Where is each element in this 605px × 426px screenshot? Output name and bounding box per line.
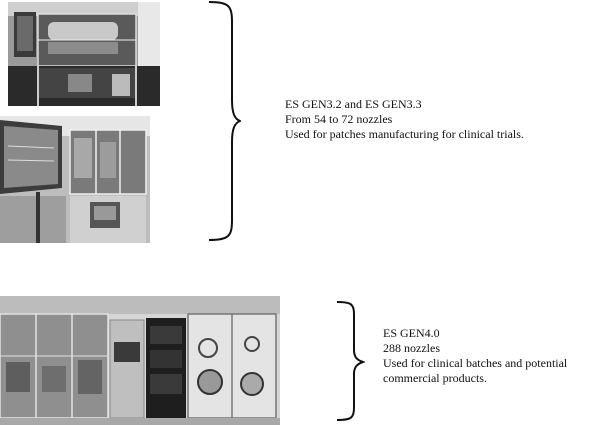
caption-gen4-title: ES GEN4.0 xyxy=(383,326,440,340)
machine-photo-gen3-bottom xyxy=(0,116,150,243)
caption-gen3-title: ES GEN3.2 and ES GEN3.3 xyxy=(285,97,422,111)
caption-gen4-nozzles: 288 nozzles xyxy=(383,341,440,355)
curly-brace-gen3 xyxy=(208,1,241,241)
caption-gen3-usage: Used for patches manufacturing for clini… xyxy=(285,127,524,141)
caption-gen3-nozzles: From 54 to 72 nozzles xyxy=(285,112,393,126)
caption-gen4-usage-1: Used for clinical batches and potential xyxy=(383,356,568,370)
caption-gen3: ES GEN3.2 and ES GEN3.3 From 54 to 72 no… xyxy=(285,97,524,142)
curly-brace-gen4 xyxy=(336,301,365,421)
caption-gen4-usage-2: commercial products. xyxy=(383,371,487,385)
machine-photo-gen3-top xyxy=(8,2,160,106)
caption-gen4: ES GEN4.0 288 nozzles Used for clinical … xyxy=(383,326,567,386)
machine-photo-gen4 xyxy=(0,296,280,425)
